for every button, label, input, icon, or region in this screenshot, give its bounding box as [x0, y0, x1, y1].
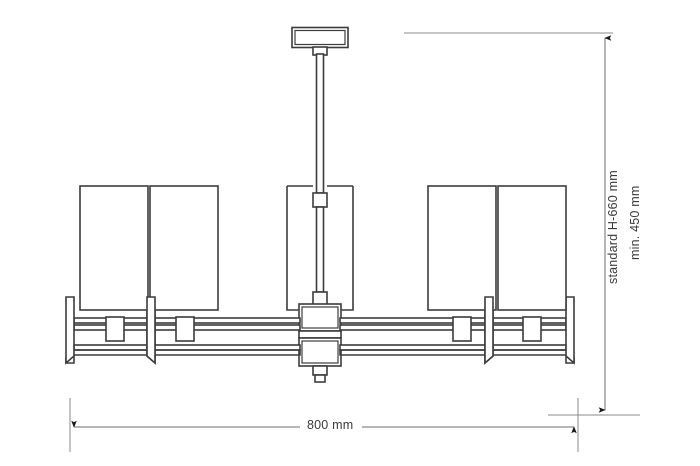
frame-bar-lower-left	[65, 344, 301, 364]
shade-5	[497, 185, 567, 311]
u-bracket-inner-left-front	[146, 296, 156, 365]
u-bracket-outer-right	[565, 296, 575, 365]
width-dimension-label: 800 mm	[303, 418, 358, 432]
ceiling-canopy-plate	[291, 26, 349, 56]
suspension-rod	[312, 53, 328, 306]
shade-2	[149, 185, 219, 311]
fixture-group	[65, 26, 575, 383]
u-bracket-inner-right-front	[484, 296, 494, 365]
socket-block-2	[175, 316, 195, 342]
u-bracket-outer-left	[65, 296, 75, 365]
socket-block-1	[105, 316, 125, 342]
shade-4	[427, 185, 497, 311]
frame-bar-lower-right	[339, 344, 575, 364]
shade-1	[79, 185, 149, 311]
socket-block-5	[522, 316, 542, 342]
standard-height-dimension-label: standard H-660 mm	[606, 170, 620, 284]
socket-block-4	[452, 316, 472, 342]
min-height-dimension-label: min. 450 mm	[628, 185, 642, 260]
central-body-block	[298, 303, 342, 383]
